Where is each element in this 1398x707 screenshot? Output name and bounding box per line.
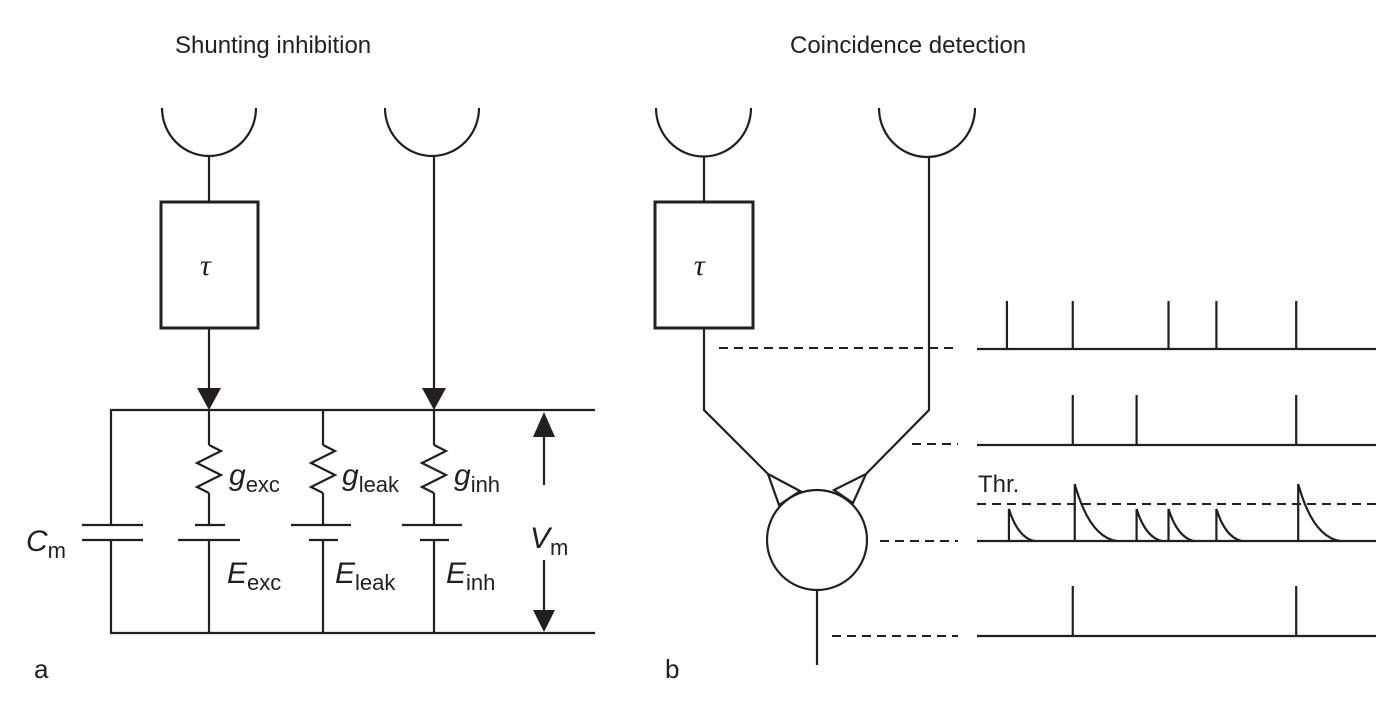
panel-a-title: Shunting inhibition [175, 32, 371, 59]
arrow-down-icon [533, 610, 555, 632]
inhibitory-branch: ginh Einh [402, 410, 500, 633]
psp-subthreshold [1007, 508, 1035, 543]
psp-suprathreshold [1073, 483, 1117, 543]
voltage-label: Vm [530, 522, 568, 560]
spike-traces [977, 301, 1376, 638]
conductance-exc-label: gexc [229, 459, 280, 497]
reversal-inh-label: Einh [446, 557, 495, 595]
panel-a: Shunting inhibition a τ Cm [26, 32, 595, 684]
synapse-terminal-2 [831, 473, 868, 505]
panel-b-label: b [665, 654, 679, 684]
reversal-leak-label: Eleak [335, 557, 396, 595]
conductance-inh-label: ginh [454, 459, 500, 497]
arrow-down-icon [422, 388, 446, 410]
excitatory-branch: gexc Eexc [178, 410, 281, 633]
input-2-dendrite [865, 156, 931, 475]
conductance-leak-label: gleak [342, 459, 400, 497]
synapse-cup-input-1 [654, 107, 753, 158]
synapse-cup-inhibitory [383, 107, 481, 158]
panel-b-title: Coincidence detection [790, 32, 1026, 59]
delay-symbol-a: τ [200, 249, 212, 282]
arrow-up-icon [533, 412, 555, 437]
synapse-cup-excitatory [160, 107, 258, 158]
psp-suprathreshold [1297, 483, 1341, 543]
psp-subthreshold [1167, 508, 1194, 543]
resistor-icon [419, 444, 449, 494]
leak-branch: gleak Eleak [291, 410, 400, 633]
panel-a-label: a [34, 654, 49, 684]
capacitance-label: Cm [26, 525, 66, 563]
delay-symbol-b: τ [694, 249, 706, 282]
capacitor-branch: Cm [26, 410, 143, 633]
synapse-cup-input-2 [877, 107, 977, 159]
resistor-icon [308, 444, 338, 494]
input-1-dendrite [702, 328, 769, 475]
membrane-voltage-indicator: Vm [530, 412, 568, 632]
arrow-down-icon [197, 388, 221, 410]
resistor-icon [194, 444, 224, 494]
panel-b: Coincidence detection b τ Thr. [653, 32, 1378, 684]
reversal-exc-label: Eexc [227, 557, 281, 595]
soma [765, 488, 869, 592]
psp-subthreshold [1135, 508, 1162, 543]
synapse-terminal-1 [766, 473, 803, 507]
psp-subthreshold [1215, 508, 1242, 543]
threshold-label: Thr. [978, 471, 1019, 498]
